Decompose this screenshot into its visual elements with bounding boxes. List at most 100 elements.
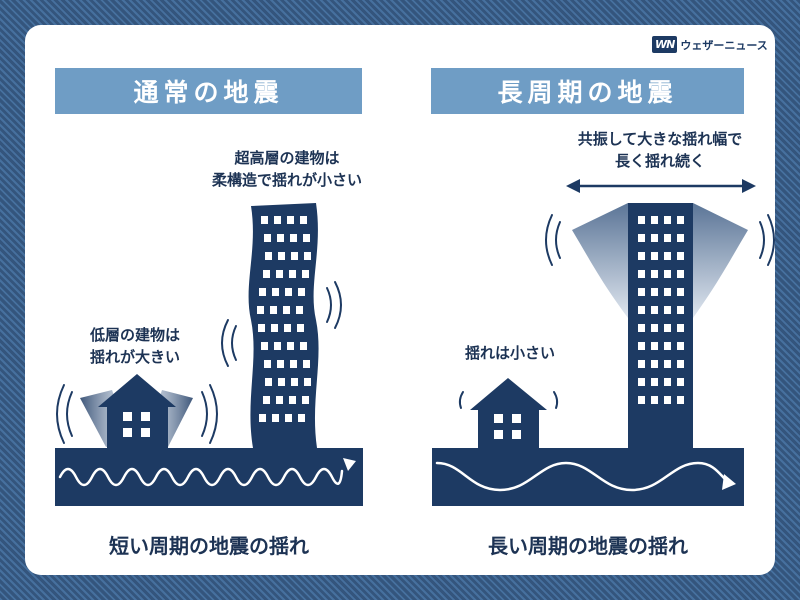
tower-window: [651, 306, 658, 314]
amplitude-arrow-head-left: [566, 179, 580, 193]
tower-window: [265, 378, 272, 386]
tower-window: [677, 288, 684, 296]
tower-window: [298, 288, 305, 296]
left-tall-label-line2: 柔構造で揺れが小さい: [211, 171, 362, 189]
tower-window: [664, 396, 671, 404]
tower-window: [278, 378, 285, 386]
tower-window: [276, 270, 283, 278]
tower-window: [274, 342, 281, 350]
tower-window: [290, 234, 297, 242]
right-house: [470, 378, 547, 448]
right-caption: 長い周期の地震の揺れ: [488, 534, 688, 558]
tower-window: [638, 234, 645, 242]
tower-window: [270, 306, 277, 314]
logo-text: ウェザーニュース: [680, 38, 768, 52]
tower-window: [271, 324, 278, 332]
tower-window: [289, 270, 296, 278]
tower-window: [664, 378, 671, 386]
tower-window: [291, 378, 298, 386]
tower-window: [303, 360, 310, 368]
tower-window: [664, 270, 671, 278]
tower-window: [677, 306, 684, 314]
tower-window: [304, 252, 311, 260]
tower-window: [664, 324, 671, 332]
tower-window: [677, 216, 684, 224]
tower-window: [302, 396, 309, 404]
tower-window: [277, 234, 284, 242]
left-ground-wave: [58, 467, 344, 487]
tower-window: [278, 252, 285, 260]
right-house-windows: [494, 414, 521, 439]
left-tall-shake-marks: [221, 281, 342, 367]
tower-window: [290, 360, 297, 368]
tower-window: [261, 342, 268, 350]
tower-window: [664, 306, 671, 314]
tower-window: [289, 396, 296, 404]
tower-window: [291, 252, 298, 260]
tower-window: [277, 360, 284, 368]
tower-window: [664, 342, 671, 350]
tower-window: [638, 342, 645, 350]
right-tower-sway-left: [572, 203, 628, 318]
tower-window: [651, 270, 658, 278]
tower-window: [300, 216, 307, 224]
left-panel-title: 通常の地震: [55, 68, 362, 114]
left-tall-label-line1: 超高層の建物は: [234, 149, 340, 167]
right-house-shake-marks: [458, 391, 559, 409]
tower-window: [259, 288, 266, 296]
left-tall-building-label: 超高層の建物は 柔構造で揺れが小さい: [197, 147, 377, 191]
tower-window: [296, 306, 303, 314]
tower-window: [302, 270, 309, 278]
right-ground-wave: [435, 461, 730, 492]
tower-window: [677, 360, 684, 368]
tower-window: [651, 342, 658, 350]
weathernews-logo: WN ウェザーニュース: [652, 36, 768, 53]
tower-window: [651, 288, 658, 296]
tower-window: [283, 306, 290, 314]
tower-window: [664, 360, 671, 368]
tower-window: [264, 234, 271, 242]
tower-window: [677, 324, 684, 332]
right-low-label-line1: 揺れは小さい: [464, 344, 555, 362]
tower-window: [285, 288, 292, 296]
tower-window: [638, 288, 645, 296]
tower-window: [297, 324, 304, 332]
tower-window: [677, 342, 684, 350]
tower-window: [677, 270, 684, 278]
right-tower-sway-right: [693, 203, 748, 318]
tower-window: [651, 234, 658, 242]
tower-window: [287, 342, 294, 350]
right-panel-title: 長周期の地震: [431, 68, 744, 114]
tower-window: [664, 216, 671, 224]
tower-window: [677, 234, 684, 242]
tower-window: [638, 270, 645, 278]
tower-window: [276, 396, 283, 404]
tower-window: [272, 288, 279, 296]
tower-window: [677, 252, 684, 260]
left-low-building-label: 低層の建物は 揺れが大きい: [70, 324, 200, 368]
left-low-label-line2: 揺れが大きい: [89, 348, 180, 366]
right-wave-arrowhead: [722, 474, 736, 490]
right-low-building-label: 揺れは小さい: [450, 342, 570, 364]
tower-window: [298, 414, 305, 422]
tower-window: [257, 306, 264, 314]
right-tall-building-label: 共振して大きな揺れ幅で 長く揺れ続く: [560, 128, 760, 172]
left-ground: [55, 448, 363, 506]
right-ground: [432, 448, 744, 506]
left-house-shake-marks: [56, 384, 218, 444]
tower-window: [638, 360, 645, 368]
tower-window: [651, 360, 658, 368]
tower-window: [265, 252, 272, 260]
tower-window: [638, 378, 645, 386]
tower-window: [274, 216, 281, 224]
tower-window: [638, 324, 645, 332]
tower-window: [651, 378, 658, 386]
tower-window: [264, 360, 271, 368]
right-tall-building-windows: [638, 216, 684, 404]
tower-window: [263, 396, 270, 404]
tower-window: [287, 216, 294, 224]
left-house: [98, 374, 176, 448]
tower-window: [284, 324, 291, 332]
left-wave-arrowhead: [343, 458, 356, 471]
